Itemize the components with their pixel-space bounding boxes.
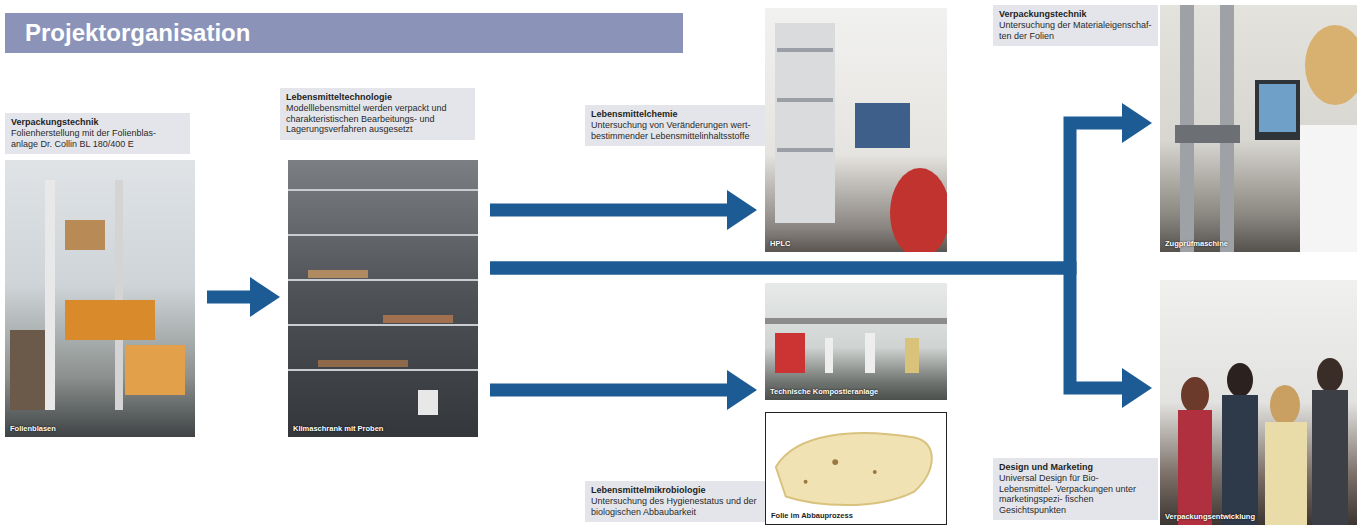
caption-box: LebensmittelmikrobiologieUntersuchung de… — [585, 481, 765, 522]
panel-description: Untersuchung des Hygienestatus und der b… — [591, 496, 759, 517]
project-panel: Verpackungsentwicklung Design und Marketi… — [993, 280, 1357, 525]
photo-caption: Zugprüfmaschine — [1165, 239, 1228, 248]
photo-illustration — [1160, 280, 1357, 525]
panel-heading: Verpackungstechnik — [999, 9, 1152, 20]
arrow-head — [1122, 103, 1152, 143]
title-band: Projektorganisation — [5, 13, 683, 53]
caption-box: LebensmitteltechnologieModelllebensmitte… — [280, 88, 475, 140]
arrow-head — [727, 370, 757, 410]
panel-description: Folienherstellung mit der Folienblas- an… — [11, 128, 184, 149]
panel-heading: Design und Marketing — [999, 462, 1152, 473]
project-panel: Klimaschrank mit Proben Lebensmitteltechn… — [280, 88, 478, 437]
caption-box: VerpackungstechnikUntersuchung der Mater… — [993, 5, 1158, 46]
flow-arrow — [490, 370, 757, 410]
photo-illustration — [288, 160, 478, 437]
panel-description: Universal Design für Bio-Lebensmittel- V… — [999, 473, 1152, 515]
photo-illustration — [5, 160, 195, 437]
arrow-head — [250, 277, 280, 317]
photo-panel: Folie im Abbauprozess — [765, 412, 947, 525]
photo-illustration — [765, 8, 947, 252]
panel-heading: Verpackungstechnik — [11, 117, 184, 128]
panel-heading: Lebensmittelmikrobiologie — [591, 485, 759, 496]
photo-panel: Folienblasen — [5, 160, 195, 437]
panel-heading: Lebensmittelchemie — [591, 109, 759, 120]
photo-caption: Technische Kompostieranlage — [770, 387, 878, 396]
flow-arrow — [490, 268, 1152, 408]
photo-illustration — [1160, 5, 1357, 252]
photo-panel: HPLC — [765, 8, 947, 252]
photo-caption: Verpackungsentwicklung — [1165, 512, 1255, 521]
photo-panel: Klimaschrank mit Proben — [288, 160, 478, 437]
photo-illustration — [766, 413, 946, 524]
diagram-title: Projektorganisation — [25, 19, 250, 47]
arrow-shaft — [207, 291, 252, 304]
photo-illustration — [765, 283, 947, 400]
photo-caption: Klimaschrank mit Proben — [293, 424, 383, 433]
caption-box: Design und MarketingUniversal Design für… — [993, 458, 1158, 520]
arrow-head — [727, 190, 757, 230]
panel-description: Untersuchung von Veränderungen wert- bes… — [591, 120, 759, 141]
photo-caption: Folie im Abbauprozess — [771, 511, 853, 520]
project-panel: HPLC LebensmittelchemieUntersuchung von V… — [585, 8, 947, 252]
arrow-head — [1122, 368, 1152, 408]
project-panel: Technische KompostieranlageFolie im Abba… — [585, 283, 947, 525]
project-panel: Folienblasen VerpackungstechnikFolienhers… — [5, 113, 195, 437]
arrow-shaft — [490, 204, 729, 217]
project-panel: Zugprüfmaschine VerpackungstechnikUntersu… — [993, 5, 1357, 252]
panel-description: Modelllebensmittel werden verpackt und c… — [286, 103, 469, 135]
arrow-shaft — [490, 384, 729, 397]
photo-caption: HPLC — [770, 239, 790, 248]
flow-arrow — [207, 277, 280, 317]
photo-panel: Technische Kompostieranlage — [765, 283, 947, 400]
panel-description: Untersuchung der Materialeigenschaf- ten… — [999, 20, 1152, 41]
photo-caption: Folienblasen — [10, 424, 56, 433]
photo-panel: Verpackungsentwicklung — [1160, 280, 1357, 525]
caption-box: LebensmittelchemieUntersuchung von Verän… — [585, 105, 765, 146]
panel-heading: Lebensmitteltechnologie — [286, 92, 469, 103]
photo-panel: Zugprüfmaschine — [1160, 5, 1357, 252]
caption-box: VerpackungstechnikFolienherstellung mit … — [5, 113, 190, 154]
flow-arrow — [490, 190, 757, 230]
